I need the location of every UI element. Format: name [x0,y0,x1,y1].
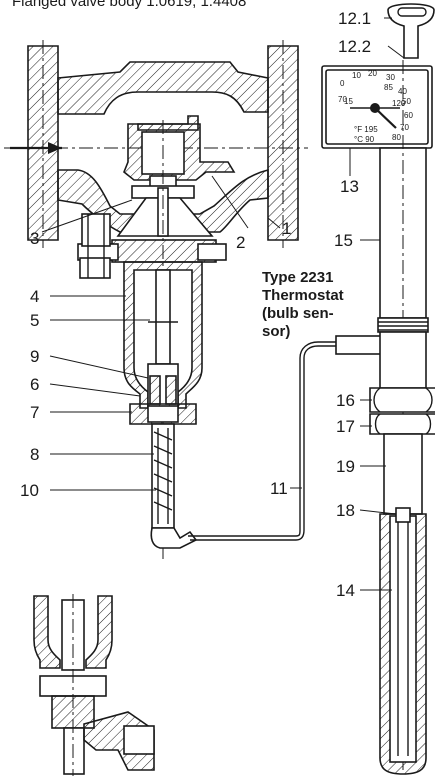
dial-label-80: 80 [392,133,401,142]
callout-7: 7 [30,403,39,422]
thermostat-note-line-1: Type 2231 [262,269,333,286]
leader-lines [41,17,405,591]
callout-12-2: 12.2 [338,37,371,56]
dial-label-20: 20 [368,69,377,78]
callout-17: 17 [336,417,355,436]
dial-units-f: °F 195 [354,125,378,134]
callout-4: 4 [30,287,39,306]
dial-label-70: 70 [400,123,409,132]
dial-label-left: 70 [338,95,347,104]
callout-15: 15 [334,231,353,250]
callout-5: 5 [30,311,39,330]
callout-12-1: 12.1 [338,9,371,28]
capillary-stem [150,423,198,549]
temperature-dial: 10 20 30 0 70 15 85 40 50 120 60 70 80 °… [338,69,413,144]
callout-8: 8 [30,445,39,464]
figure-title: Flanged valve body 1.0619, 1.4408 [12,0,246,10]
dial-label-10: 10 [352,71,361,80]
callout-6: 6 [30,375,39,394]
capillary-line [190,345,340,541]
thermostat-note-line-2: Thermostat [262,287,344,304]
thermostat-note-line-4: sor) [262,323,290,340]
thermostat-assembly: 10 20 30 0 70 15 85 40 50 120 60 70 80 °… [321,3,435,775]
callout-16: 16 [336,391,355,410]
thermostat-note: Type 2231 Thermostat (bulb sen- sor) [262,269,344,340]
callout-18: 18 [336,501,355,520]
detail-view [33,594,155,776]
callout-labels: 1 2 3 4 5 9 6 7 8 10 11 12.1 12.2 13 15 … [20,9,371,600]
thermostat-note-line-3: (bulb sen- [262,305,334,322]
callout-2: 2 [236,233,245,252]
dial-label-0: 0 [340,79,345,88]
dial-label-120: 120 [392,99,406,108]
callout-9: 9 [30,347,39,366]
dial-label-85: 85 [384,83,393,92]
dial-label-30: 30 [386,73,395,82]
dial-label-50: 50 [402,97,411,106]
callout-10: 10 [20,481,39,500]
dial-units-c: °C 90 [354,135,375,144]
callout-11: 11 [270,479,288,498]
callout-14: 14 [336,581,355,600]
dial-pointer [374,107,397,129]
callout-19: 19 [336,457,355,476]
bellows-housing [77,213,227,425]
callout-3: 3 [30,229,39,248]
dial-label-15: 15 [344,97,353,106]
callout-13: 13 [340,177,359,196]
callout-1: 1 [282,219,291,238]
dial-label-60: 60 [404,111,413,120]
